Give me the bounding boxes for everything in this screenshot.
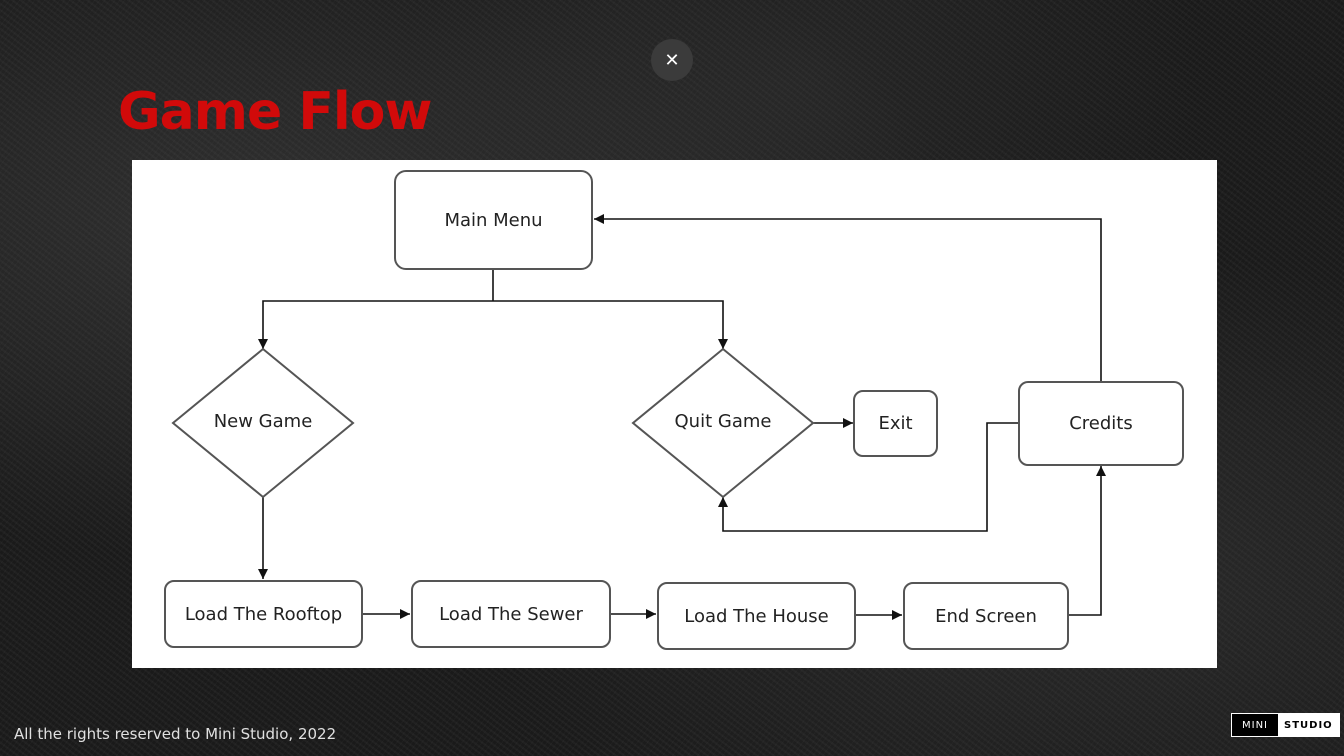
node-new-game-label: New Game bbox=[213, 410, 313, 432]
edge-main-menu-new-game bbox=[258, 300, 493, 349]
logo-part-mini: MINI bbox=[1232, 714, 1279, 736]
node-end-screen-label: End Screen bbox=[935, 605, 1037, 627]
node-end-screen: End Screen bbox=[903, 582, 1069, 650]
close-icon: ✕ bbox=[664, 49, 680, 71]
node-load-sewer: Load The Sewer bbox=[411, 580, 611, 648]
flow-diagram: Main Menu New Game Quit Game Exit Credit… bbox=[132, 160, 1217, 668]
edge-main-menu-quit-game bbox=[493, 300, 728, 349]
new-game-diamond bbox=[171, 347, 355, 499]
node-exit: Exit bbox=[853, 390, 938, 457]
node-quit-game-label: Quit Game bbox=[674, 410, 772, 432]
edge-credits-quit-game bbox=[718, 422, 1019, 532]
footer-copyright: All the rights reserved to Mini Studio, … bbox=[14, 725, 337, 743]
node-load-rooftop-label: Load The Rooftop bbox=[184, 603, 343, 625]
node-load-rooftop: Load The Rooftop bbox=[164, 580, 363, 648]
logo-part-studio: STUDIO bbox=[1278, 714, 1339, 736]
edge-credits-main-menu bbox=[594, 214, 1102, 382]
edge-end-screen-credits bbox=[1068, 466, 1106, 616]
slide-title: Game Flow bbox=[118, 82, 432, 142]
node-exit-label: Exit bbox=[878, 413, 913, 434]
node-main-menu: Main Menu bbox=[394, 170, 593, 270]
mini-studio-logo: MINI STUDIO bbox=[1231, 713, 1340, 737]
quit-game-diamond bbox=[631, 347, 815, 499]
node-load-house-label: Load The House bbox=[684, 605, 829, 627]
node-credits: Credits bbox=[1018, 381, 1184, 466]
diagram-connectors bbox=[171, 214, 1106, 620]
node-main-menu-label: Main Menu bbox=[444, 209, 543, 231]
close-button[interactable]: ✕ bbox=[651, 39, 693, 81]
node-load-sewer-label: Load The Sewer bbox=[439, 603, 583, 625]
node-credits-label: Credits bbox=[1069, 413, 1133, 434]
node-load-house: Load The House bbox=[657, 582, 856, 650]
